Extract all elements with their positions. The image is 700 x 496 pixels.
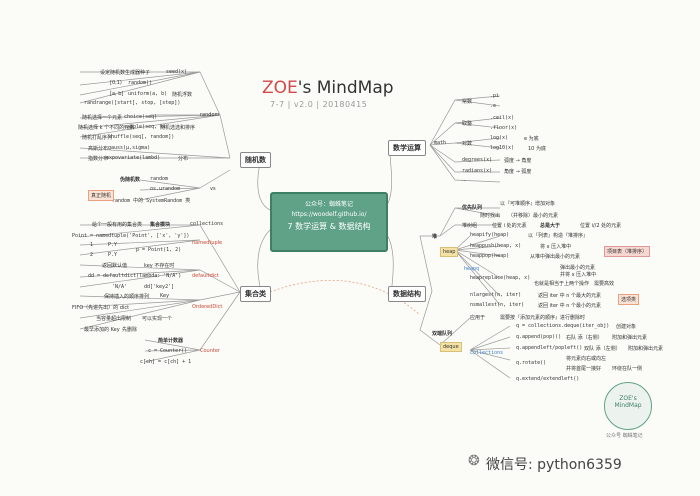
random-label: random [200, 112, 220, 118]
branch-datastructure[interactable]: 数据结构 [388, 286, 426, 302]
watermark: 微信号: python6359 [486, 457, 622, 473]
version-label: 7-7 | v2.0 | 20180415 [270, 100, 368, 109]
mindmap-logo: ZOE's MindMap [604, 382, 652, 430]
center-node[interactable]: 公众号：蜘蛛笔记 https://woodelf.github.io/ 7 数学… [270, 192, 388, 252]
defaultdict-tag: defaultdict [192, 273, 219, 279]
branch-math[interactable]: 数学运算 [388, 140, 426, 156]
namedtuple-tag: namedtuple [192, 240, 223, 246]
wechat-icon: ❂ [468, 453, 480, 469]
ordereddict-tag: OrderedDict [192, 304, 223, 310]
branch-collections[interactable]: 集合类 [240, 286, 271, 302]
counter-tag: Counter [200, 348, 220, 354]
branch-random[interactable]: 随机数 [240, 152, 271, 168]
page-title: ZOE's MindMap [262, 78, 394, 98]
